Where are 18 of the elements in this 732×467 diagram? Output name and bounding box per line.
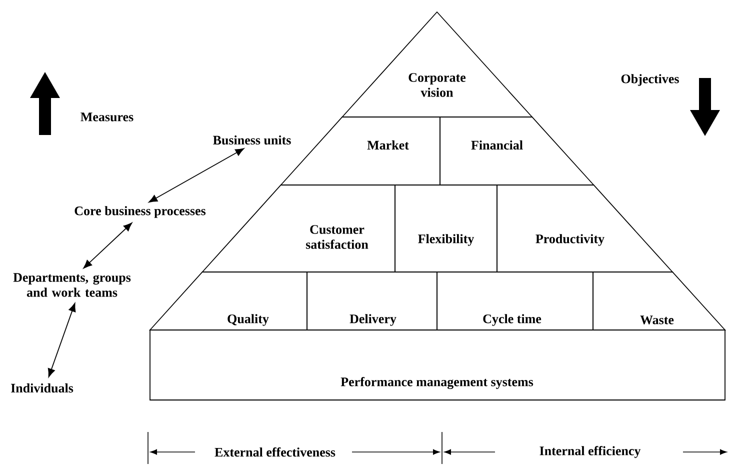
level-label: Business units: [213, 135, 291, 145]
pyramid-cell: Productivity: [496, 184, 674, 272]
pyramid-cell: Financial: [440, 116, 595, 186]
label: External effectiveness: [214, 447, 336, 457]
arrow: [48, 303, 76, 378]
level-label: Departments, groups and work teams: [13, 273, 131, 297]
label: Measures: [80, 112, 134, 122]
arrow: [148, 148, 244, 203]
pyramid-cell: Cycle time: [436, 272, 594, 330]
level-label: Core business processes: [74, 206, 206, 218]
label: Objectives: [621, 74, 679, 86]
level-label: Individuals: [11, 383, 74, 393]
label: Internal efficiency: [540, 446, 641, 458]
arrow: [83, 222, 132, 268]
pyramid-cell: Waste: [592, 272, 726, 330]
pyramid-cell: Delivery: [306, 272, 438, 330]
pyramid-cell: Performance management systems: [150, 330, 726, 400]
pyramid-cell: Flexibility: [394, 184, 498, 272]
